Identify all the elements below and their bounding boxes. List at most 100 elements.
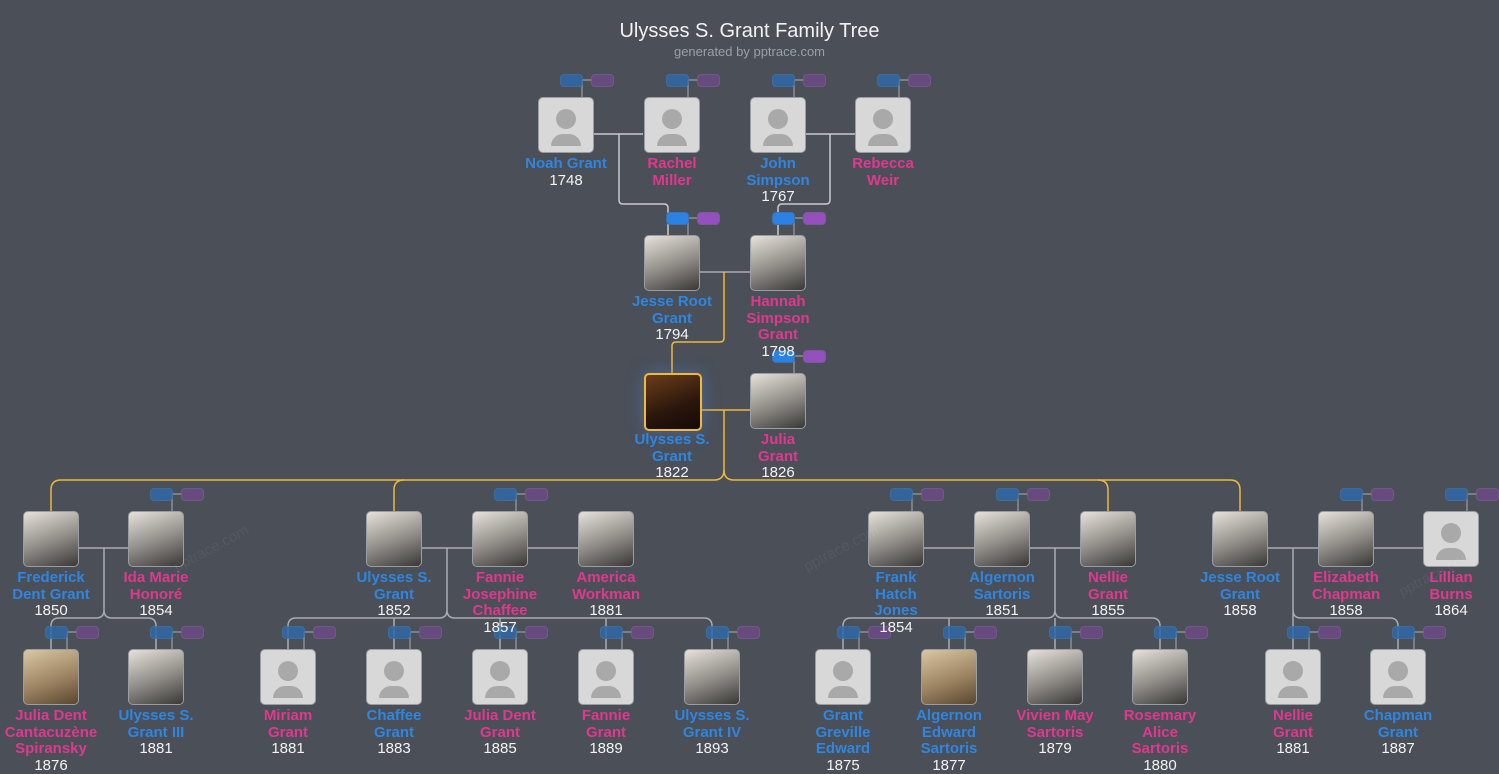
add-father-button[interactable] [996, 488, 1019, 501]
person-photo[interactable] [750, 373, 806, 429]
person-card[interactable] [855, 97, 911, 153]
person-photo[interactable] [644, 235, 700, 291]
person-name[interactable]: Ulysses S. Grant III [118, 707, 194, 741]
person-card[interactable] [815, 649, 871, 705]
person-photo[interactable] [23, 649, 79, 705]
person-name[interactable]: Nellie Grant [1087, 569, 1129, 603]
person-name[interactable]: Elizabeth Chapman [1311, 569, 1381, 603]
add-father-button[interactable] [772, 74, 795, 87]
add-father-button[interactable] [494, 626, 517, 639]
person-name[interactable]: John Simpson [746, 155, 810, 189]
person-card[interactable] [1370, 649, 1426, 705]
add-father-button[interactable] [282, 626, 305, 639]
person-name[interactable]: Ulysses S. Grant IV [674, 707, 750, 741]
person-name[interactable]: Hannah Simpson Grant [746, 293, 810, 343]
person-photo[interactable] [1027, 649, 1083, 705]
person-name[interactable]: Vivien May Sartoris [1016, 707, 1094, 741]
add-father-button[interactable] [772, 350, 795, 363]
add-mother-button[interactable] [76, 626, 99, 639]
person-name[interactable]: Frank Hatch Jones [874, 569, 918, 619]
person-photo[interactable] [974, 511, 1030, 567]
person-name[interactable]: Chaffee Grant [366, 707, 422, 741]
person-photo[interactable] [921, 649, 977, 705]
person-name[interactable]: Ida Marie Honoré [123, 569, 189, 603]
person-card[interactable] [538, 97, 594, 153]
add-mother-button[interactable] [737, 626, 760, 639]
add-father-button[interactable] [494, 488, 517, 501]
person-name[interactable]: Julia Dent Grant [464, 707, 536, 741]
add-mother-button[interactable] [181, 488, 204, 501]
person-name[interactable]: Rachel Miller [647, 155, 697, 189]
person-name[interactable]: America Workman [571, 569, 641, 603]
person-name[interactable]: Rebecca Weir [852, 155, 914, 189]
add-father-button[interactable] [837, 626, 860, 639]
add-mother-button[interactable] [591, 74, 614, 87]
person-name[interactable]: Nellie Grant [1272, 707, 1314, 741]
add-mother-button[interactable] [803, 74, 826, 87]
person-photo[interactable] [23, 511, 79, 567]
person-name[interactable]: Julia Dent Cantacuzène Spiransky [4, 707, 98, 757]
person-name[interactable]: Lillian Burns [1429, 569, 1473, 603]
person-card[interactable] [260, 649, 316, 705]
add-father-button[interactable] [943, 626, 966, 639]
person-name[interactable]: Frederick Dent Grant [12, 569, 90, 603]
person-card[interactable] [1423, 511, 1479, 567]
add-mother-button[interactable] [908, 74, 931, 87]
person-name[interactable]: Grant Greville Edward [815, 707, 871, 757]
add-mother-button[interactable] [1027, 488, 1050, 501]
person-name[interactable]: Ulysses S. Grant [634, 431, 710, 465]
add-mother-button[interactable] [419, 626, 442, 639]
person-photo[interactable] [750, 235, 806, 291]
person-card[interactable] [644, 97, 700, 153]
person-photo[interactable] [684, 649, 740, 705]
person-photo[interactable] [868, 511, 924, 567]
add-mother-button[interactable] [525, 488, 548, 501]
person-card[interactable] [1265, 649, 1321, 705]
person-name[interactable]: Algernon Sartoris [969, 569, 1035, 603]
person-name[interactable]: Rosemary Alice Sartoris [1123, 707, 1197, 757]
add-father-button[interactable] [600, 626, 623, 639]
add-mother-button[interactable] [525, 626, 548, 639]
add-mother-button[interactable] [1185, 626, 1208, 639]
person-name[interactable]: Chapman Grant [1363, 707, 1433, 741]
add-father-button[interactable] [1049, 626, 1072, 639]
add-mother-button[interactable] [1476, 488, 1499, 501]
add-father-button[interactable] [772, 212, 795, 225]
add-father-button[interactable] [388, 626, 411, 639]
person-photo[interactable] [128, 649, 184, 705]
person-photo[interactable] [1212, 511, 1268, 567]
add-father-button[interactable] [1287, 626, 1310, 639]
person-card[interactable] [578, 649, 634, 705]
add-mother-button[interactable] [313, 626, 336, 639]
person-name[interactable]: Miriam Grant [263, 707, 313, 741]
person-photo[interactable] [128, 511, 184, 567]
add-father-button[interactable] [890, 488, 913, 501]
add-mother-button[interactable] [803, 212, 826, 225]
person-name[interactable]: Ulysses S. Grant [356, 569, 432, 603]
person-photo[interactable] [472, 511, 528, 567]
person-name[interactable]: Algernon Edward Sartoris [916, 707, 982, 757]
person-name[interactable]: Jesse Root Grant [631, 293, 713, 327]
add-father-button[interactable] [877, 74, 900, 87]
add-father-button[interactable] [45, 626, 68, 639]
person-card[interactable] [366, 649, 422, 705]
add-mother-button[interactable] [1423, 626, 1446, 639]
add-father-button[interactable] [706, 626, 729, 639]
add-father-button[interactable] [1445, 488, 1468, 501]
add-mother-button[interactable] [697, 212, 720, 225]
add-father-button[interactable] [1154, 626, 1177, 639]
add-mother-button[interactable] [1080, 626, 1103, 639]
person-photo[interactable] [366, 511, 422, 567]
add-mother-button[interactable] [631, 626, 654, 639]
person-photo[interactable] [578, 511, 634, 567]
add-father-button[interactable] [1340, 488, 1363, 501]
selected-person-photo[interactable] [644, 373, 702, 431]
add-mother-button[interactable] [921, 488, 944, 501]
add-mother-button[interactable] [974, 626, 997, 639]
add-mother-button[interactable] [181, 626, 204, 639]
person-photo[interactable] [1080, 511, 1136, 567]
add-father-button[interactable] [150, 488, 173, 501]
person-name[interactable]: Jesse Root Grant [1199, 569, 1281, 603]
add-mother-button[interactable] [1318, 626, 1341, 639]
person-name[interactable]: Fannie Josephine Chaffee [462, 569, 538, 619]
